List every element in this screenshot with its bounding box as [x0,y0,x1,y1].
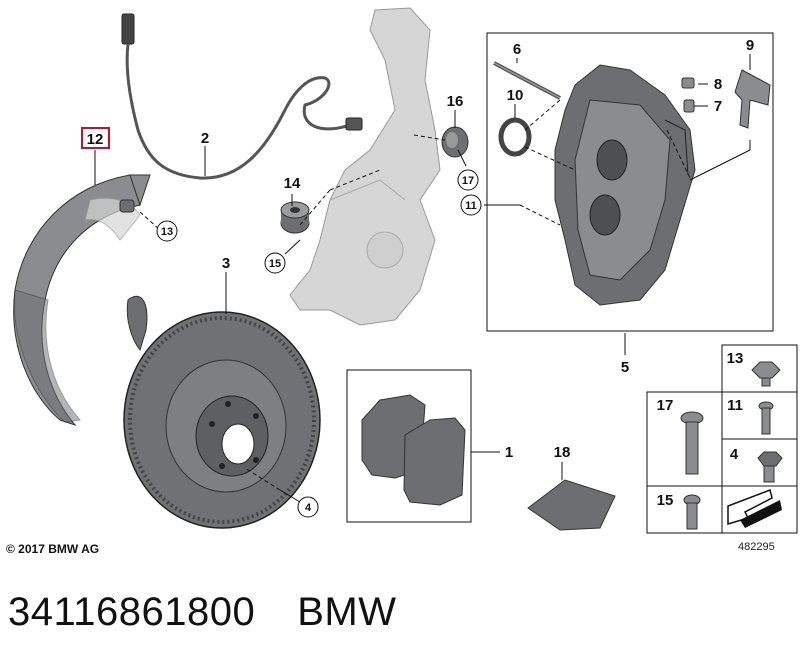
circled-label-13: 13 [161,226,173,238]
caliper-group-box [486,32,774,332]
callout-labels: 2 3 14 16 6 10 9 8 7 5 1 18 [201,37,754,461]
callout-label-6[interactable]: 6 [513,41,521,58]
brake-pads-part-1 [361,394,466,506]
circled-callouts: 13 15 17 11 4 [156,169,482,518]
steering-knuckle [289,7,441,326]
part-caption: 34116861800 BMW [8,590,439,635]
grid-label-17[interactable]: 17 [657,397,674,414]
hardware-grid-labels: 13 17 11 4 15 [657,350,744,509]
callout-label-14[interactable]: 14 [284,175,301,192]
copyright-notice: © 2017 BMW AG [6,542,100,556]
callout-label-10[interactable]: 10 [507,87,524,104]
circled-callout-4[interactable]: 4 [297,496,319,518]
callout-label-8[interactable]: 8 [714,76,722,93]
guide-pin-part-6 [493,61,561,100]
callout-label-18[interactable]: 18 [554,444,571,461]
brake-caliper [554,64,696,306]
grid-label-15[interactable]: 15 [657,492,674,509]
circled-label-15: 15 [269,258,281,270]
callout-label-12: 12 [87,131,104,148]
grid-label-13[interactable]: 13 [727,350,744,367]
callout-label-5[interactable]: 5 [621,359,629,376]
grid-label-4[interactable]: 4 [730,446,739,463]
grease-packet-part-18 [527,479,616,531]
circled-label-11: 11 [465,200,477,212]
leader-lines [94,54,751,503]
seal-ring-part-10 [498,117,532,157]
brake-disc-part-3 [123,311,321,529]
circled-callout-13[interactable]: 13 [156,220,178,242]
circled-callout-11[interactable]: 11 [460,194,482,216]
hardware-grid [646,344,798,534]
parts-diagram: 12 2 3 14 16 6 10 9 8 7 5 1 18 13 15 17 … [13,7,798,534]
callout-label-3[interactable]: 3 [222,255,230,272]
callout-label-9[interactable]: 9 [746,37,754,54]
bleeder-part-7 [683,99,695,113]
callout-label-16[interactable]: 16 [447,93,464,110]
callout-label-2[interactable]: 2 [201,130,209,147]
circled-label-4: 4 [305,502,312,514]
circled-callout-17[interactable]: 17 [457,169,479,191]
brand-name: BMW [297,590,397,634]
dust-shield-part-12 [13,174,151,427]
callout-label-7[interactable]: 7 [714,98,722,115]
bushing-part-14 [280,201,310,234]
wear-sensor-part-2 [121,13,363,180]
bleeder-part-8 [681,77,695,89]
cap-part-16 [441,126,469,158]
circled-label-17: 17 [462,175,474,187]
part-number: 34116861800 [8,590,256,634]
diagram-id: 482295 [738,541,775,553]
circled-callout-15[interactable]: 15 [264,252,286,274]
grid-label-11[interactable]: 11 [727,397,743,414]
spring-clip-part-9 [734,69,771,129]
callout-12-highlighted[interactable]: 12 [81,127,110,149]
brake-pads-box [346,369,472,523]
callout-label-1[interactable]: 1 [505,444,513,461]
highlight-frame [81,127,110,149]
